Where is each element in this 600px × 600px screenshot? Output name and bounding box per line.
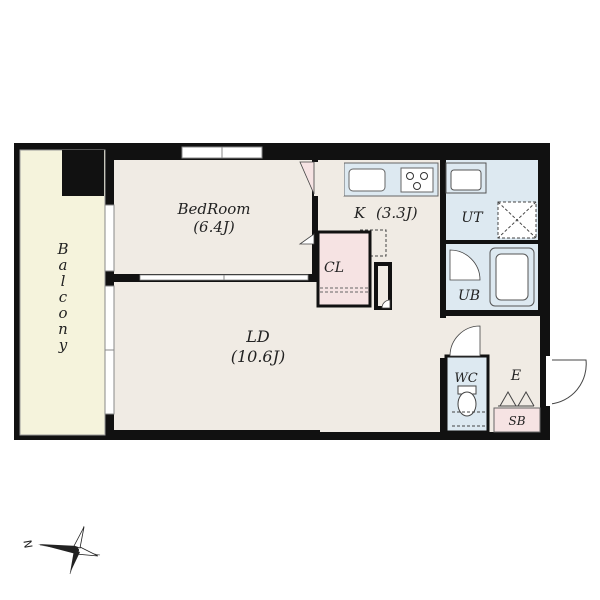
- entrance-label: E: [510, 368, 521, 384]
- kitchen-sink: [348, 168, 386, 192]
- svg-text:y: y: [58, 336, 68, 354]
- svg-text:o: o: [58, 304, 67, 322]
- toilet-bowl: [457, 391, 477, 417]
- bath-label: UB: [458, 288, 480, 304]
- entrance-door-swing: [549, 359, 587, 405]
- shoebox-label: SB: [508, 414, 525, 428]
- kitchen-stove: [400, 167, 434, 193]
- compass-icon: [38, 525, 101, 575]
- bedroom-name: BedRoom: [176, 200, 250, 218]
- closet-area: [316, 230, 372, 308]
- entrance-area: [490, 356, 540, 406]
- toilet-door: [449, 325, 481, 357]
- svg-text:B: B: [56, 240, 68, 258]
- bath-door: [449, 249, 481, 281]
- closet-label: CL: [324, 260, 344, 276]
- utility-label: UT: [461, 210, 484, 226]
- svg-text:l: l: [61, 272, 66, 290]
- ld-name: LD: [245, 327, 270, 346]
- svg-text:c: c: [59, 288, 68, 306]
- svg-text:a: a: [59, 256, 68, 274]
- kitchen-name: K: [353, 204, 366, 222]
- shoebox-area: [493, 407, 541, 433]
- balcony-area: [19, 149, 106, 436]
- balcony-label: B a l c o n y: [56, 240, 68, 354]
- bedroom-balcony-window: [104, 204, 115, 272]
- bedroom-size: (6.4J): [193, 218, 235, 236]
- bedroom-area: [114, 160, 312, 274]
- compass-north-label: N: [20, 539, 34, 549]
- kitchen-size: (3.3J): [376, 204, 418, 222]
- bedroom-door: [299, 161, 315, 195]
- ld-size: (10.6J): [231, 347, 286, 366]
- svg-text:n: n: [58, 320, 68, 338]
- toilet-label: WC: [454, 371, 477, 386]
